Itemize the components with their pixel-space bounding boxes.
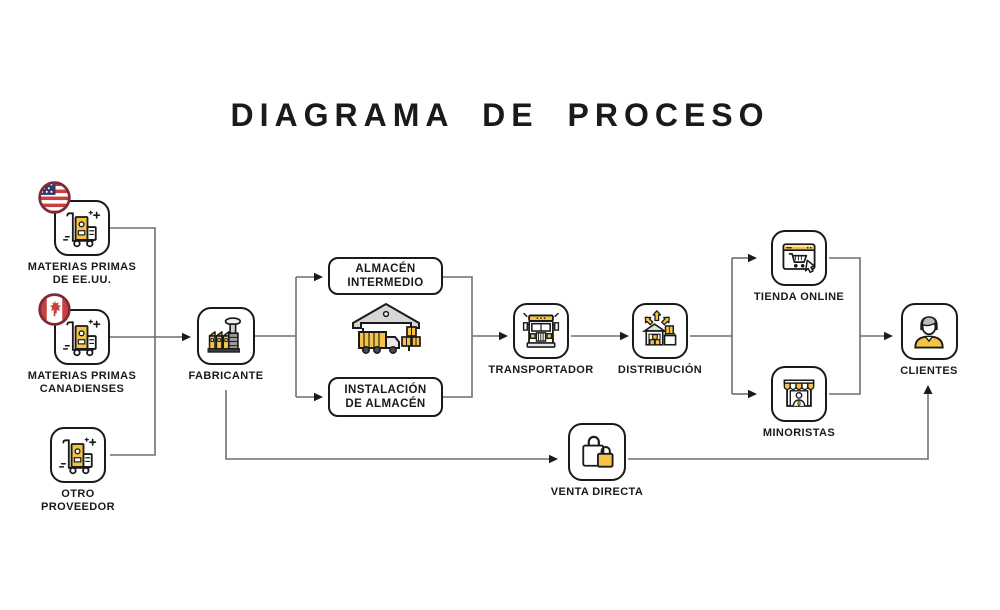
almacen-intermedio-line1: ALMACÉN [355, 263, 416, 275]
shopping-bags-icon [575, 430, 619, 474]
distribution-boxes-icon [638, 309, 682, 353]
distribucion-label: DISTRIBUCIÓN [617, 364, 703, 376]
node-distribucion: DISTRIBUCIÓN [585, 303, 735, 377]
clientes-icon-box [900, 303, 958, 360]
venta-directa-label: VENTA DIRECTA [550, 486, 644, 498]
fabricante-label: FABRICANTE [188, 370, 264, 382]
hand-truck-icon [56, 433, 100, 477]
distribucion-icon-box [632, 303, 688, 359]
customer-person-icon [907, 310, 951, 354]
node-transportador: TRANSPORTADOR [466, 303, 616, 377]
almacen-intermedio-box: ALMACÉN INTERMEDIO [328, 257, 443, 295]
storefront-icon [777, 372, 821, 416]
instalacion-almacen-box: INSTALACIÓN DE ALMACÉN [328, 377, 443, 417]
almacen-intermedio-line2: INTERMEDIO [347, 277, 424, 289]
otro-proveedor-icon-box [50, 427, 106, 483]
page-title: DIAGRAMA DE PROCESO [230, 97, 770, 133]
canada-flag-icon [38, 293, 71, 326]
venta-directa-icon-box [568, 423, 626, 481]
clientes-label: CLIENTES [900, 365, 958, 377]
warehouse-truck-icon [350, 299, 422, 361]
node-fabricante: FABRICANTE [151, 307, 301, 383]
tienda-online-icon-box [771, 230, 827, 286]
node-minoristas: MINORISTAS [724, 366, 874, 440]
fabricante-icon-box [197, 307, 255, 365]
online-store-cart-icon [777, 236, 821, 280]
transportador-label: TRANSPORTADOR [488, 364, 594, 376]
tienda-online-label: TIENDA ONLINE [753, 291, 845, 303]
instalacion-almacen-line1: INSTALACIÓN [344, 384, 427, 396]
node-tienda-online: TIENDA ONLINE [724, 230, 874, 304]
transportador-icon-box [513, 303, 569, 359]
us-flag-icon [38, 181, 71, 214]
truck-front-icon [519, 309, 563, 353]
factory-icon [204, 314, 248, 358]
minoristas-icon-box [771, 366, 827, 422]
node-clientes: CLIENTES [854, 303, 1000, 378]
minoristas-label: MINORISTAS [762, 427, 836, 439]
instalacion-almacen-line2: DE ALMACÉN [345, 398, 426, 410]
node-venta-directa: VENTA DIRECTA [522, 423, 672, 499]
